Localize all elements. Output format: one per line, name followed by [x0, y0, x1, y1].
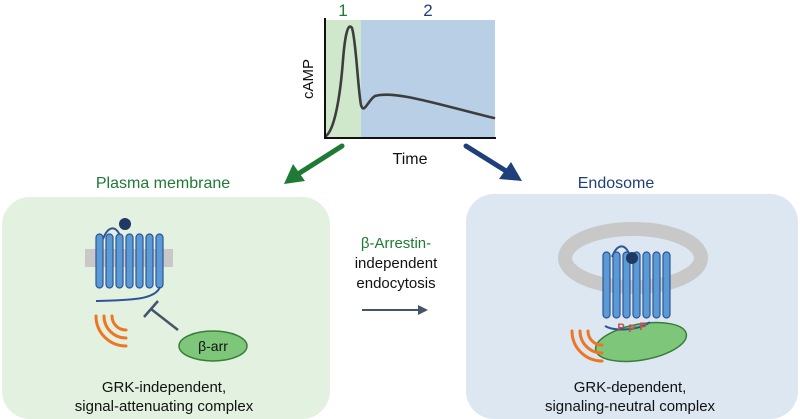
right-caption-line1: GRK-dependent, — [574, 379, 687, 396]
phase1-region — [325, 20, 361, 138]
left-caption-line2: signal-attenuating complex — [75, 398, 254, 415]
y-axis-label: cAMP — [300, 59, 317, 99]
endosome-panel — [466, 194, 798, 419]
endosome-signal-waves — [570, 329, 604, 363]
endosome-section: Endosome P P P GRK-dependent, signa — [466, 175, 798, 419]
endosome-arrestin — [594, 321, 688, 363]
to-plasma-membrane-arrow — [284, 143, 345, 184]
phospho-site-3: P — [639, 321, 646, 333]
endocytosis-note: β-Arrestin- independent endocytosis — [355, 235, 438, 315]
middle-line3: endocytosis — [356, 275, 435, 292]
middle-line1: β-Arrestin- — [361, 235, 431, 252]
arrestin-ellipse — [178, 330, 248, 362]
left-caption-line1: GRK-independent, — [102, 379, 226, 396]
receptor-tail — [95, 286, 161, 302]
camp-curve — [324, 25, 496, 138]
plasma-membrane-panel — [2, 197, 330, 419]
endosome-receptor-tail — [604, 321, 651, 331]
phase2-region — [361, 20, 495, 138]
plasma-membrane-section: Plasma membrane β-arr GRK-independen — [2, 175, 330, 419]
middle-line2: independent — [355, 255, 438, 272]
receptor — [95, 218, 164, 302]
phospho-site-1: P — [617, 322, 624, 334]
arrestin-label: β-arr — [198, 338, 228, 354]
phospho-sites: P P P — [617, 321, 646, 335]
x-axis-label: Time — [393, 151, 428, 168]
phase1-label: 1 — [338, 1, 347, 20]
right-caption-line2: signaling-neutral complex — [545, 398, 716, 415]
signal-waves — [94, 314, 128, 348]
phospho-site-2: P — [628, 323, 635, 335]
plasma-membrane-title: Plasma membrane — [96, 175, 230, 192]
endosome-ligand — [626, 252, 638, 264]
inhibition-mark — [143, 300, 179, 331]
camp-time-graph: 1 2 cAMP Time — [300, 1, 496, 168]
endosome-receptor — [602, 245, 671, 319]
middle-arrow-head — [418, 305, 428, 315]
to-endosome-arrow — [463, 143, 522, 181]
endosome-title: Endosome — [578, 175, 655, 192]
ligand — [119, 218, 131, 230]
phase2-label: 2 — [423, 1, 432, 20]
